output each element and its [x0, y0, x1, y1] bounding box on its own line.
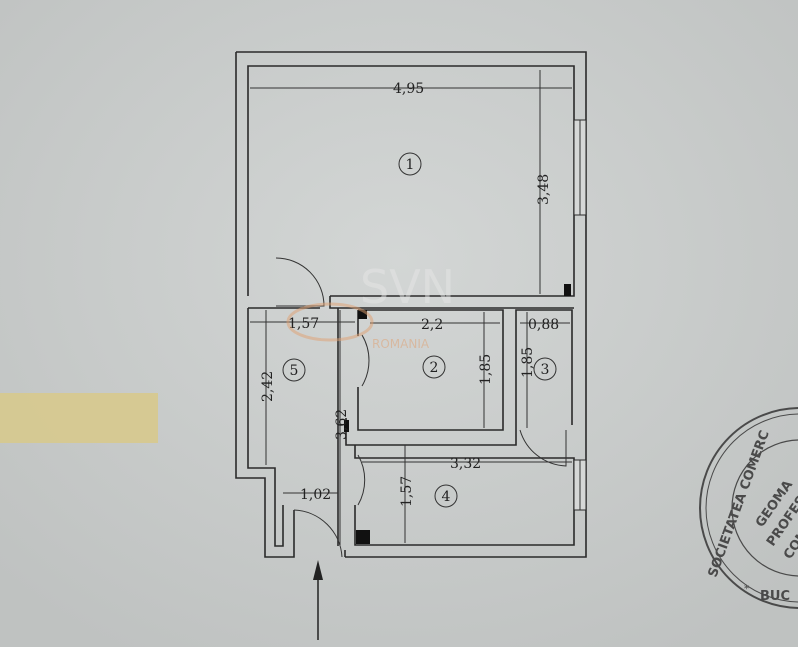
room-4-number: 4 [442, 489, 451, 505]
room-4-length: 1,57 [399, 476, 415, 507]
stamp-star-icon: * [744, 584, 749, 595]
arrow-up-icon [313, 560, 323, 580]
room-2-number: 2 [430, 360, 439, 376]
entrance-arrow [313, 560, 323, 640]
dimension-lines [250, 70, 572, 545]
room-4-width: 3,32 [450, 456, 481, 472]
room-2-length: 1,85 [478, 354, 494, 385]
room-1-number: 1 [406, 157, 415, 173]
room-numbers: 1 2 3 4 5 [282, 152, 557, 508]
dimension-labels: 4,95 3,48 1,57 2,42 2,2 1,85 0,88 1,85 3… [260, 81, 559, 507]
room-5-width: 1,57 [288, 316, 319, 332]
room-1-width: 4,95 [393, 81, 424, 97]
watermark: SVN ROMANIA [286, 260, 455, 351]
entrance-width: 1,02 [300, 487, 331, 503]
walls [235, 51, 587, 558]
tape-strip [0, 393, 158, 443]
watermark-sub: ROMANIA [372, 337, 430, 351]
room-3-width: 0,88 [528, 317, 559, 333]
room-3-number: 3 [541, 362, 550, 378]
hall-length: 3,62 [334, 409, 350, 440]
room-2-width: 2,2 [421, 317, 443, 333]
stamp-bottom: BUC [760, 589, 790, 604]
room-1-length: 3,48 [536, 174, 552, 205]
room-3-length: 1,85 [520, 347, 536, 378]
doors [275, 257, 567, 558]
room-5-number: 5 [290, 363, 299, 379]
watermark-brand: SVN [360, 260, 455, 314]
room-5-length: 2,42 [260, 371, 276, 402]
